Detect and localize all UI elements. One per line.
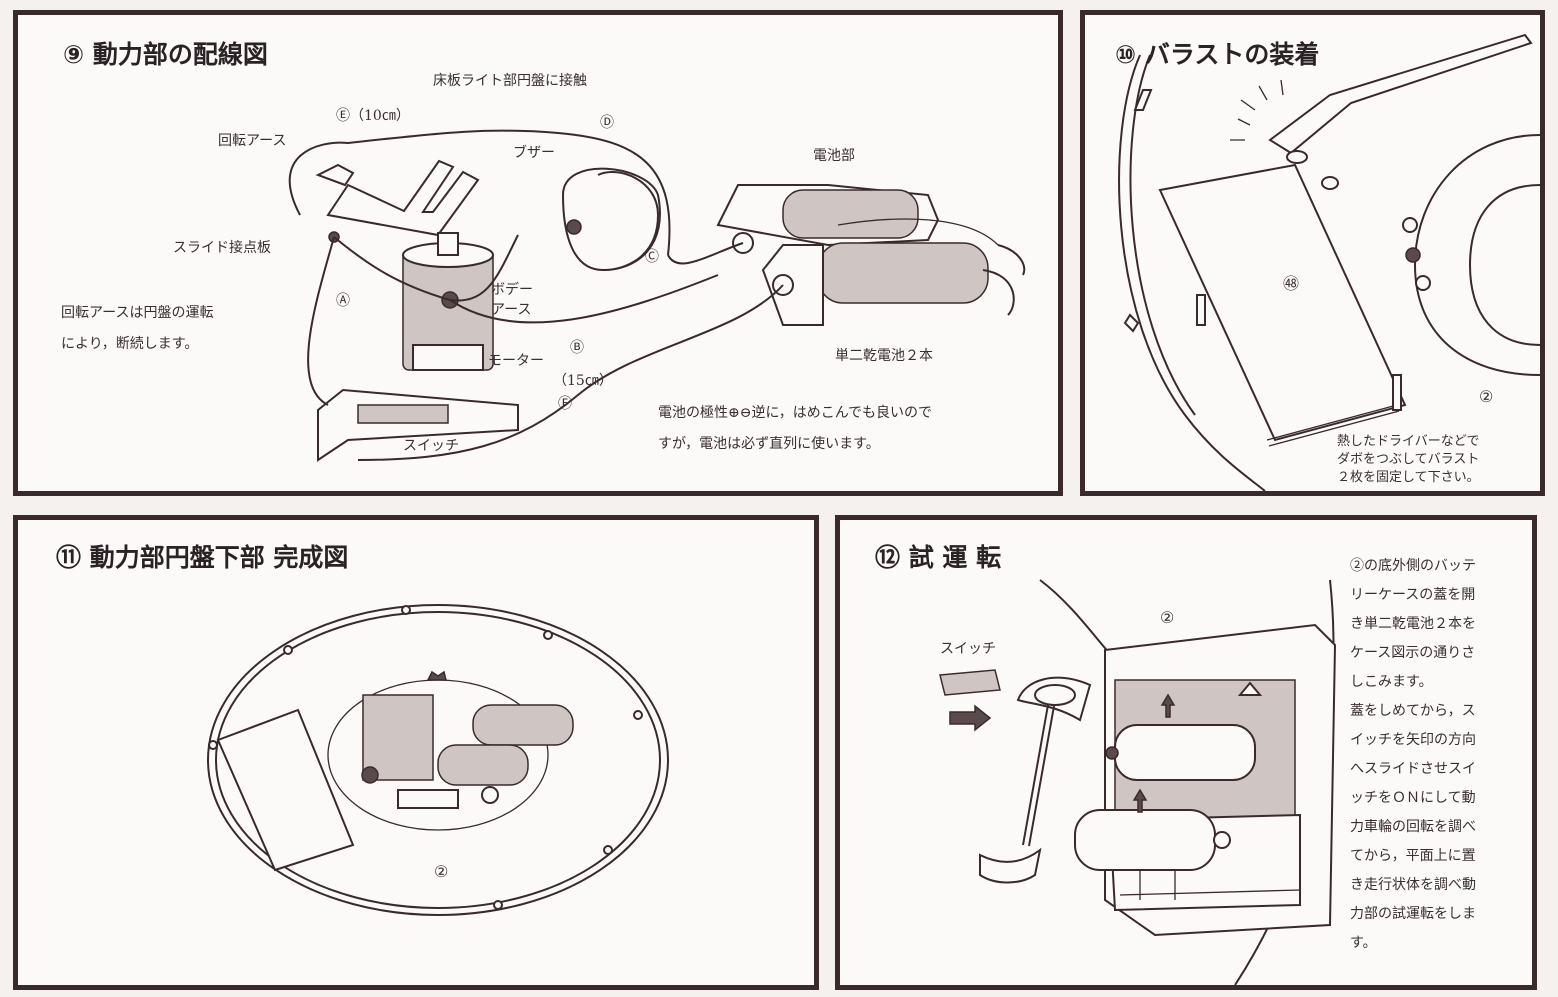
panel12-title: ⑫ 試 運 転 xyxy=(875,543,1002,572)
part-ref-2: ② xyxy=(1479,387,1494,406)
test-run-instructions: ②の底外側のバッテ リーケースの蓋を開 き単二乾電池２本を ケース図示の通りさ … xyxy=(1350,558,1476,951)
panel11-title: ⑪ 動力部円盤下部 完成図 xyxy=(56,543,349,572)
label-wire-c: Ⓒ xyxy=(645,249,659,265)
label-wire-b-length: （15㎝） xyxy=(553,373,613,389)
panel-power-wiring: ⑨ 動力部の配線図 床板ライト部円盤に接触 Ⓔ（10㎝） Ⓓ 回転アース ブザー… xyxy=(13,10,1063,496)
label-batteries: 単二乾電池２本 xyxy=(835,348,933,364)
panel10-title: ⑩ バラストの装着 xyxy=(1115,40,1320,69)
label-wire-f: Ⓕ xyxy=(558,396,572,412)
label-buzzer: ブザー xyxy=(513,145,555,161)
panel-test-run: ⑫ 試 運 転 スイッチ ② ②の底外側のバッテ リーケースの蓋を開 き単二乾電… xyxy=(835,515,1537,990)
wiring-diagram-illustration xyxy=(288,129,1026,462)
label-slide-contact: スライド接点板 xyxy=(173,240,271,256)
label-wire-e: Ⓔ（10㎝） xyxy=(336,108,410,124)
underside-illustration xyxy=(207,604,669,916)
label-wire-b: Ⓑ xyxy=(570,340,584,356)
label-switch: スイッチ xyxy=(403,438,459,454)
panel-completed-underside: ⑪ 動力部円盤下部 完成図 ② xyxy=(13,515,819,990)
test-run-illustration xyxy=(939,579,1337,985)
ballast-illustration xyxy=(1118,33,1540,491)
label-body-earth: ボデー アース xyxy=(491,282,533,318)
panel-ballast-mounting: ⑩ バラストの装着 ㊽ ② 熱したドライバーなどで ダボをつぶしてバラスト ２枚… xyxy=(1080,10,1545,496)
note-rotary-earth: 回転アースは円盤の運転 により，断続します。 xyxy=(61,305,214,352)
part-ref-2-test: ② xyxy=(1160,608,1175,627)
note-ballast: 熱したドライバーなどで ダボをつぶしてバラスト ２枚を固定して下さい。 xyxy=(1337,434,1480,485)
label-motor: モーター xyxy=(488,353,544,369)
label-battery-section: 電池部 xyxy=(813,148,855,164)
label-wire-d: Ⓓ xyxy=(600,115,614,131)
label-switch-test: スイッチ xyxy=(940,641,996,657)
panel9-title: ⑨ 動力部の配線図 xyxy=(63,40,268,69)
label-floor-contact: 床板ライト部円盤に接触 xyxy=(433,73,587,89)
part-ref-2-underside: ② xyxy=(434,862,449,881)
note-battery-polarity: 電池の極性⊕⊖逆に，はめこんでも良いので すが，電池は必ず直列に使います。 xyxy=(658,405,933,452)
label-rotary-earth: 回転アース xyxy=(218,133,287,149)
part-number-48: ㊽ xyxy=(1283,274,1300,293)
label-wire-a: Ⓐ xyxy=(336,293,350,309)
